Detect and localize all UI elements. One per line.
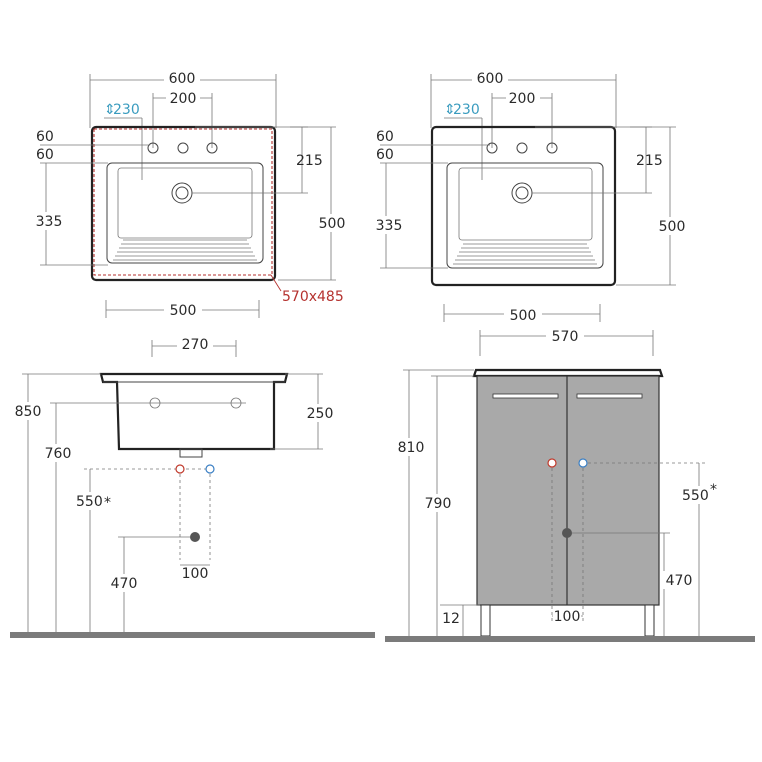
asterisk-note: *	[710, 482, 717, 498]
drain-outlet-icon	[562, 528, 572, 538]
height-810-label: 810	[398, 440, 425, 456]
asterisk-note: *	[104, 495, 111, 511]
drain-offset-100-label: 100	[182, 566, 209, 582]
bottom-500-label: 500	[510, 308, 537, 324]
floor-line	[10, 632, 375, 638]
offset-60-label-2: 60	[376, 147, 394, 163]
door-handle	[576, 393, 643, 399]
legs-12-label: 12	[442, 611, 460, 627]
hot-water-icon	[175, 464, 185, 474]
offset-60-label-1: 60	[376, 129, 394, 145]
tap-hole-icon	[546, 142, 558, 154]
drain-offset-100-label: 100	[554, 609, 581, 625]
floor-line	[385, 636, 755, 642]
drain-215-label: 215	[296, 153, 323, 169]
pipe-550-label: 550	[76, 494, 103, 510]
up-down-arrow-icon: ⇕	[104, 102, 116, 118]
bottom-500-label: 500	[170, 303, 197, 319]
plan-view-right: 600 200 ⇕ 230 60 60 335	[370, 70, 690, 324]
plan-view-left: 600 200 ⇕ 230	[30, 70, 350, 319]
height-335-label: 335	[36, 214, 63, 230]
cabinet-body	[476, 375, 660, 606]
height-850-label: 850	[15, 404, 42, 420]
drain-470-label: 470	[111, 576, 138, 592]
tap-spacing-200-label: 200	[170, 91, 197, 107]
tap-hole-icon	[177, 142, 189, 154]
drain-icon	[511, 182, 533, 204]
door-handle	[492, 393, 559, 399]
height-760-label: 760	[45, 446, 72, 462]
height-230-label: 230	[113, 102, 140, 118]
drain-outlet-icon	[190, 532, 200, 542]
side-view-vanity-cabinet: 570 810 790 12	[385, 328, 755, 642]
washboard-ribs	[113, 239, 257, 261]
height-500-label: 500	[319, 216, 346, 232]
side-view-wall-hung: 270 250 850 760 550 *	[8, 336, 375, 638]
height-335-label: 335	[376, 218, 403, 234]
tap-hole-icon	[486, 142, 498, 154]
drain-215-label: 215	[636, 153, 663, 169]
tap-hole-icon	[516, 142, 528, 154]
cold-water-icon	[578, 458, 588, 468]
hot-water-icon	[547, 458, 557, 468]
height-230-label: 230	[453, 102, 480, 118]
height-790-label: 790	[425, 496, 452, 512]
tap-hole-icon	[147, 142, 159, 154]
drain-470-label: 470	[666, 573, 693, 589]
washboard-ribs	[453, 243, 597, 265]
offset-60-label-1: 60	[36, 129, 54, 145]
cabinet-leg	[480, 604, 491, 637]
tap-spacing-270-label: 270	[182, 337, 209, 353]
cold-water-icon	[205, 464, 215, 474]
cabinet-leg	[644, 604, 655, 637]
offset-60-label-2: 60	[36, 147, 54, 163]
cabinet-width-570-label: 570	[552, 329, 579, 345]
width-600-label: 600	[169, 71, 196, 87]
up-down-arrow-icon: ⇕	[444, 102, 456, 118]
depth-250-label: 250	[307, 406, 334, 422]
width-600-label: 600	[477, 71, 504, 87]
tap-spacing-200-label: 200	[509, 91, 536, 107]
drain-icon	[171, 182, 193, 204]
pipe-550-label: 550	[682, 488, 709, 504]
cutout-570x485-label: 570x485	[282, 289, 344, 305]
height-500-label: 500	[659, 219, 686, 235]
tap-hole-icon	[206, 142, 218, 154]
